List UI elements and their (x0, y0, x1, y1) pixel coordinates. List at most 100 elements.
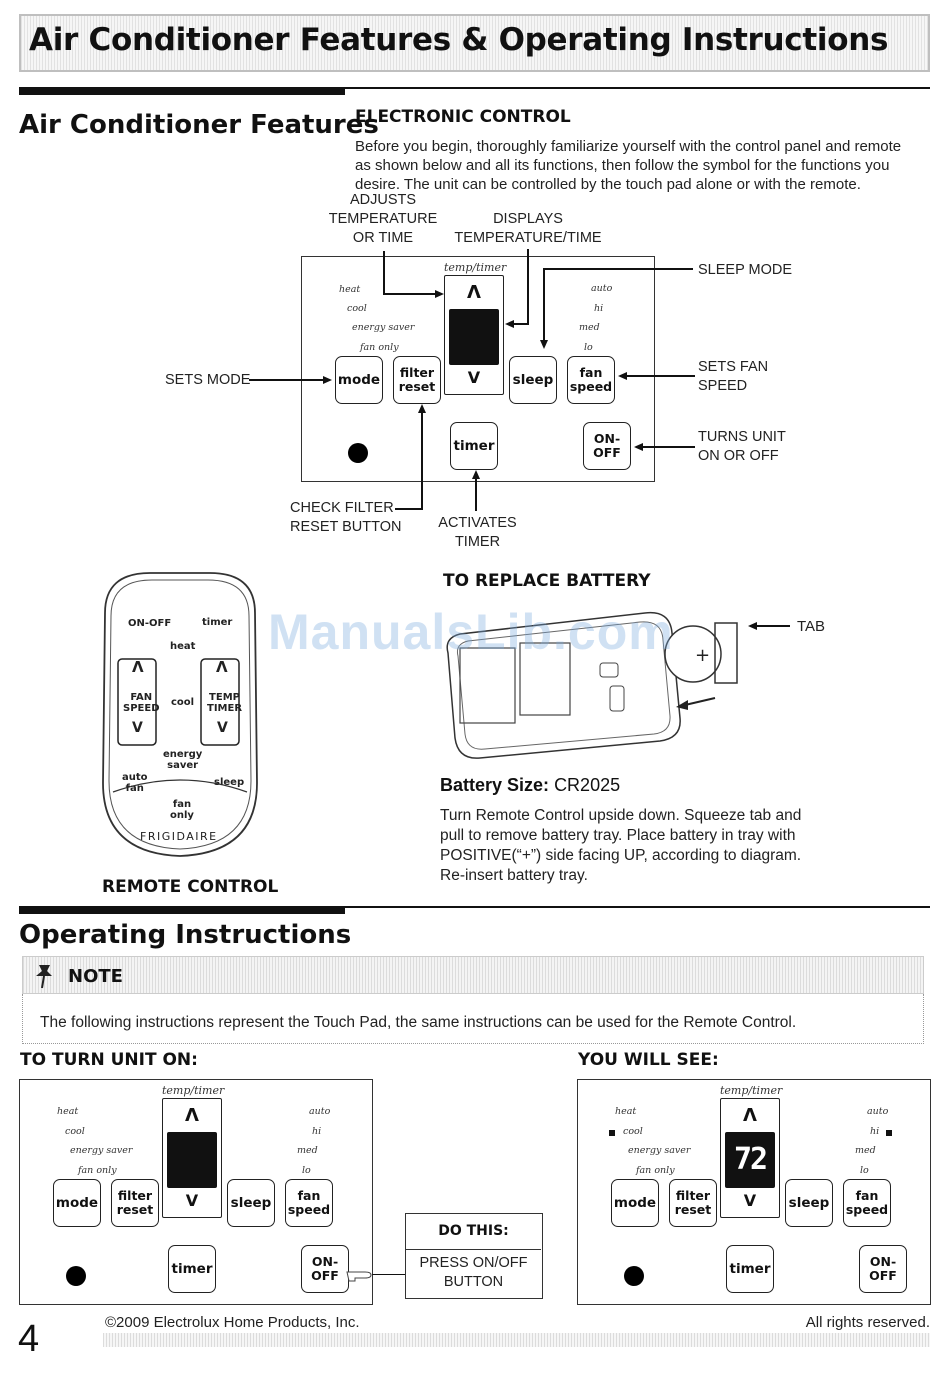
callout-adjusts: ADJUSTS TEMPERATURE OR TIME (328, 192, 438, 246)
electronic-control-intro: Before you begin, thoroughly familiarize… (355, 138, 902, 193)
do-this-box: DO THIS: PRESS ON/OFF BUTTON (405, 1213, 543, 1299)
temp-display-frame: Λ V (444, 275, 504, 395)
remote-timer-button[interactable]: timer (202, 617, 233, 628)
temp-down-icon[interactable]: V (467, 368, 481, 387)
mode-energy-saver-label: energy saver (352, 322, 415, 333)
footer-bar (103, 1333, 930, 1347)
operating-heading: Operating Instructions (19, 920, 352, 950)
arrow-filter (418, 404, 426, 413)
pointing-finger-icon (346, 1271, 372, 1282)
speed-hi-label: hi (594, 303, 604, 314)
temp-display-frame: Λ 72 V (720, 1098, 780, 1218)
indicator-dot (624, 1266, 644, 1286)
remote-fan-down-icon[interactable]: V (132, 720, 143, 736)
do-this-instruction: PRESS ON/OFF BUTTON (419, 1255, 528, 1290)
mode-cool-label: cool (347, 303, 367, 314)
remote-onoff-button[interactable]: ON-OFF (128, 618, 172, 629)
remote-control-outline (102, 572, 258, 857)
on-off-button[interactable]: ON-OFF (301, 1245, 349, 1293)
mode-fan-only-label: fan only (360, 342, 399, 353)
arrow-onoff (634, 443, 643, 451)
arrow-sleep (540, 340, 548, 349)
temp-up-icon[interactable]: Λ (185, 1105, 199, 1126)
turn-on-heading: TO TURN UNIT ON: (20, 1050, 198, 1070)
page-number: 4 (18, 1318, 40, 1360)
remote-brand-logo: FRIGIDAIRE (140, 830, 218, 843)
temp-down-icon[interactable]: V (185, 1191, 199, 1210)
mode-button[interactable]: mode (53, 1179, 101, 1227)
hi-indicator-icon (886, 1130, 892, 1136)
section-rule (19, 87, 345, 95)
remote-cool-button[interactable]: cool (171, 697, 195, 708)
arrow-displays (505, 320, 514, 328)
speed-lo-label: lo (584, 342, 593, 353)
callout-sets-fan: SETS FAN SPEED (698, 359, 769, 394)
rights-reserved: All rights reserved. (805, 1314, 930, 1331)
remote-control-caption: REMOTE CONTROL (102, 877, 279, 897)
callout-sleep-mode: SLEEP MODE (698, 262, 793, 278)
timer-button[interactable]: timer (168, 1245, 216, 1293)
sleep-button[interactable]: sleep (227, 1179, 275, 1227)
temp-display-readout: 72 (725, 1132, 775, 1188)
page-title-bar: Air Conditioner Features & Operating Ins… (19, 14, 930, 72)
on-off-button[interactable]: ON-OFF (859, 1245, 907, 1293)
do-this-heading: DO THIS: (438, 1223, 509, 1239)
temp-down-icon[interactable]: V (743, 1191, 757, 1210)
callout-activates-timer: ACTIVATES TIMER (438, 515, 517, 550)
note-label: NOTE (68, 966, 123, 987)
temp-display (449, 309, 499, 365)
mode-button[interactable]: mode (611, 1179, 659, 1227)
tab-label: TAB (797, 618, 826, 635)
mode-button[interactable]: mode (335, 356, 383, 404)
battery-heading: TO REPLACE BATTERY (443, 571, 651, 591)
callout-check-filter: CHECK FILTER RESET BUTTON (290, 500, 402, 535)
on-off-button[interactable]: ON-OFF (583, 422, 631, 470)
remote-fan-up-icon[interactable]: Λ (132, 658, 144, 676)
callout-displays: DISPLAYS TEMPERATURE/TIME (454, 211, 602, 246)
electronic-control-heading: ELECTRONIC CONTROL (355, 107, 571, 127)
arrow-timer (472, 470, 480, 479)
arrow-tab (748, 622, 757, 630)
arrow-mode (323, 376, 332, 384)
control-panel: temp/timer heat cool energy saver fan on… (301, 256, 655, 482)
result-panel: temp/timer heat cool energy saver fan on… (577, 1079, 931, 1305)
callout-turns-unit: TURNS UNIT ON OR OFF (698, 429, 786, 464)
turn-on-panel: temp/timer heat cool energy saver fan on… (19, 1079, 373, 1305)
pushpin-icon (36, 965, 52, 989)
remote-heat-button[interactable]: heat (170, 641, 196, 652)
features-heading: Air Conditioner Features (19, 110, 379, 140)
remote-temp-up-icon[interactable]: Λ (216, 658, 228, 676)
remote-temp-down-icon[interactable]: V (217, 720, 228, 736)
cool-indicator-icon (609, 1130, 615, 1136)
timer-button[interactable]: timer (450, 422, 498, 470)
battery-size: Battery Size: CR2025 (440, 775, 621, 795)
svg-text:+: + (695, 645, 710, 666)
temp-display-frame: Λ V (162, 1098, 222, 1218)
sleep-button[interactable]: sleep (785, 1179, 833, 1227)
arrow-adjusts (435, 290, 444, 298)
remote-sleep-button[interactable]: sleep (214, 777, 245, 788)
battery-diagram: + (446, 611, 738, 759)
temp-up-icon[interactable]: Λ (467, 282, 481, 303)
copyright: ©2009 Electrolux Home Products, Inc. (105, 1314, 360, 1331)
mode-heat-label: heat (339, 284, 361, 295)
temp-timer-label: temp/timer (444, 261, 507, 274)
note-text: The following instructions represent the… (40, 1014, 797, 1031)
watermark: ManualsLib.com (268, 604, 674, 660)
battery-instructions: Turn Remote Control upside down. Squeeze… (440, 807, 802, 884)
indicator-dot (348, 443, 368, 463)
timer-button[interactable]: timer (726, 1245, 774, 1293)
temp-up-icon[interactable]: Λ (743, 1105, 757, 1126)
sleep-button[interactable]: sleep (509, 356, 557, 404)
